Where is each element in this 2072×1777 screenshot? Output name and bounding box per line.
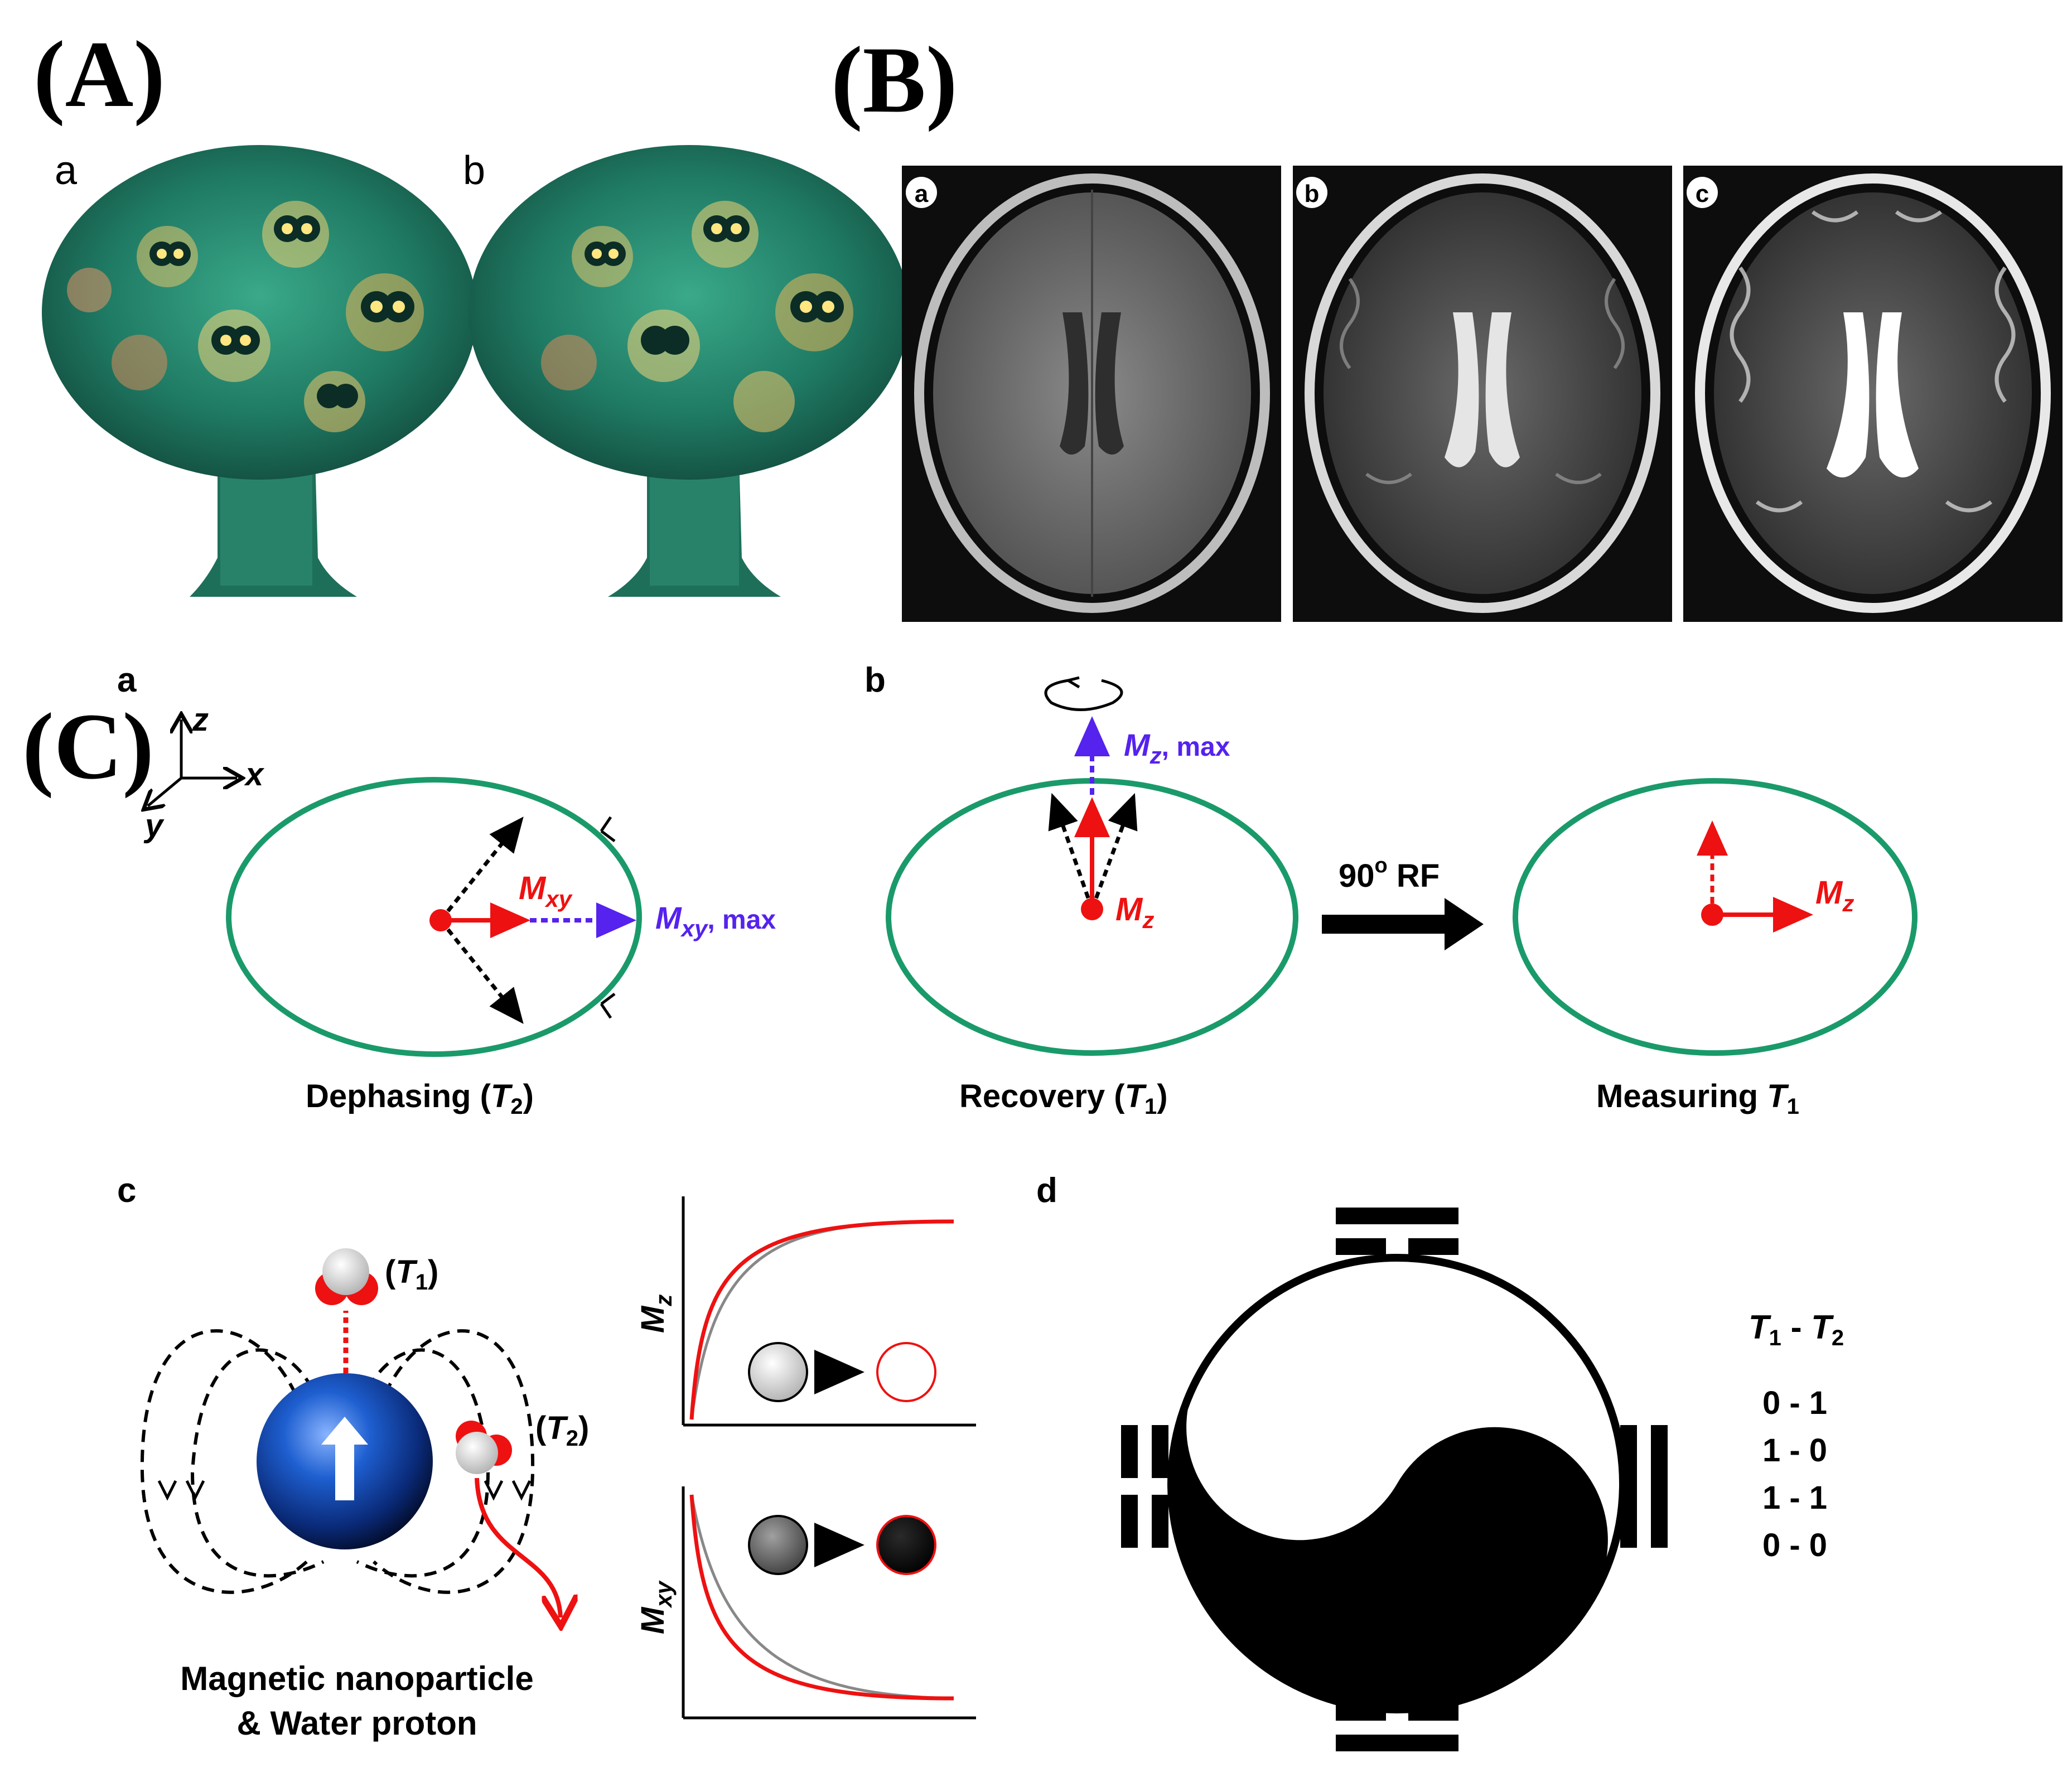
owl-tree-illustration-b — [469, 145, 909, 597]
recovery-diagram: Mz, max Mz Recovery (T1) — [886, 676, 1298, 1119]
trigram-right — [1620, 1425, 1668, 1548]
trigram-top — [1336, 1208, 1458, 1255]
scan-c-label: c — [1696, 180, 1709, 207]
code-row-3: 1 - 1 — [1762, 1480, 1827, 1516]
water-molecule-t1 — [315, 1248, 378, 1305]
measuring-diagram: Mz Measuring T1 — [1513, 778, 1918, 1119]
axis-y-label: y — [143, 808, 165, 844]
nanoparticle-caption-line1: Magnetic nanoparticle — [180, 1660, 533, 1697]
t1-label: (T1) — [385, 1254, 438, 1295]
mri-scan-t2-flair: b — [1293, 166, 1672, 622]
mz-measuring-label: Mz — [1815, 875, 1854, 916]
mxy-decay-plot: Mxy — [635, 1486, 976, 1720]
mz-recovery-plot: Mz — [635, 1196, 976, 1427]
scan-b-label: b — [1305, 180, 1320, 207]
mri-scan-t1: a — [902, 166, 1281, 622]
panel-a-sub-a: a — [55, 148, 78, 193]
trigram-bottom — [1336, 1704, 1458, 1751]
mz-axis-label: Mz — [635, 1295, 677, 1333]
trigram-left — [1121, 1425, 1168, 1548]
panel-a-label: (A) — [33, 22, 165, 127]
panel-c-sub-a: a — [117, 661, 137, 699]
axis-x-label: x — [244, 756, 265, 793]
xyz-axes: z x y — [143, 702, 265, 844]
yin-yang-symbol — [1167, 1254, 1627, 1713]
code-row-2: 1 - 0 — [1762, 1432, 1827, 1469]
dephasing-diagram: Mxy Mxy, max Dephasing (T2) — [226, 777, 776, 1119]
dephasing-caption: Dephasing (T2) — [306, 1078, 534, 1119]
measuring-caption: Measuring T1 — [1596, 1078, 1799, 1119]
panel-a-sub-b: b — [463, 148, 485, 193]
mz-max-label: Mz, max — [1124, 727, 1230, 769]
code-row-4: 0 - 0 — [1762, 1527, 1827, 1563]
t1-t2-code-table: T1 - T2 0 - 1 1 - 0 1 - 1 0 - 0 — [1749, 1308, 1844, 1563]
nanoparticle-diagram: (T1) (T2) Magnetic nanoparticle & Water … — [140, 1248, 589, 1742]
panel-c-sub-d: d — [1036, 1171, 1057, 1210]
panel-c-label: (C) — [22, 694, 154, 799]
mxy-axis-label: Mxy — [635, 1580, 677, 1634]
mri-scan-t2: c — [1683, 166, 2063, 622]
code-table-header: T1 - T2 — [1749, 1308, 1844, 1350]
t2-label: (T2) — [535, 1410, 589, 1451]
mxy-label: Mxy — [519, 870, 573, 912]
axis-z-label: z — [192, 702, 209, 738]
panel-b-label: (B) — [831, 27, 958, 132]
panel-c-sub-c: c — [117, 1171, 136, 1210]
panel-c-sub-b: b — [864, 661, 886, 699]
owl-tree-illustration-a — [42, 145, 477, 597]
nanoparticle-caption-line2: & Water proton — [236, 1704, 477, 1742]
recovery-caption: Recovery (T1) — [959, 1078, 1168, 1119]
water-molecule-t2 — [456, 1421, 512, 1474]
code-row-1: 0 - 1 — [1762, 1385, 1827, 1421]
rf-pulse-arrow: 90o RF — [1322, 854, 1484, 950]
rf-label: 90o RF — [1339, 854, 1440, 894]
scan-a-label: a — [915, 180, 929, 207]
mxy-max-label: Mxy, max — [655, 900, 776, 941]
mz-recovery-label: Mz — [1115, 891, 1154, 933]
